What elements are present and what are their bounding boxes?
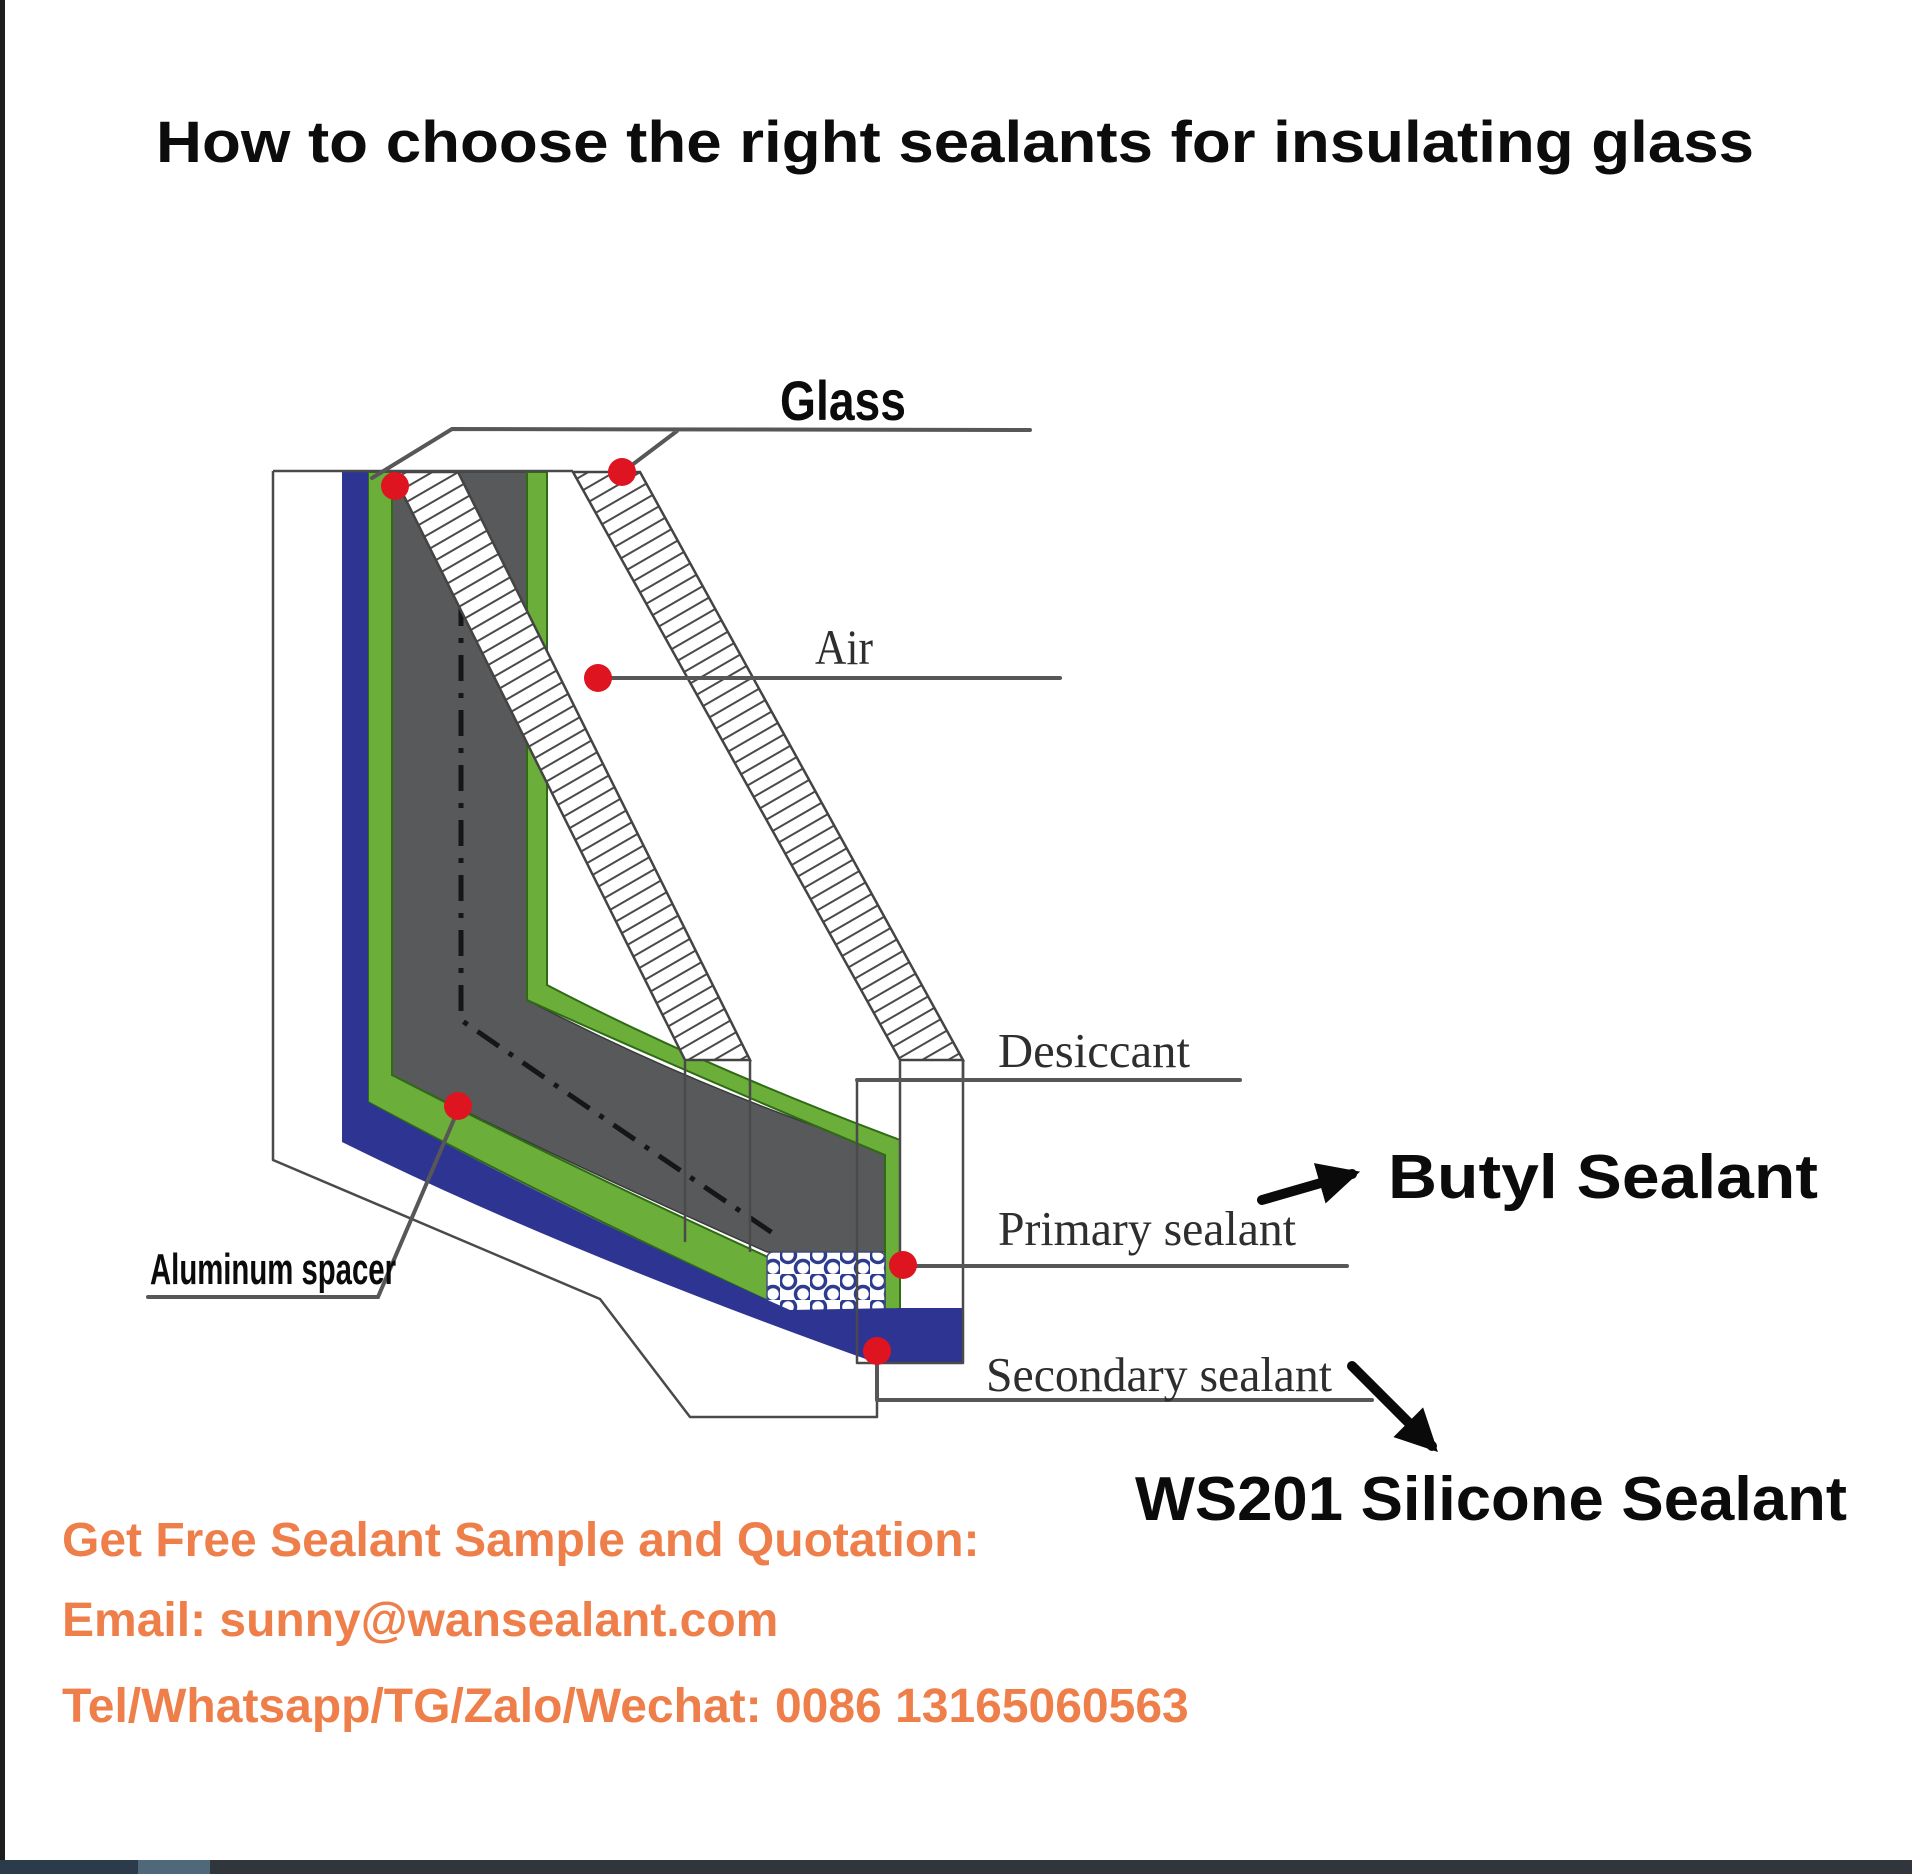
page-title: How to choose the right sealants for ins… [156, 110, 1754, 175]
glass-pane-right [570, 470, 966, 1062]
butyl-arrow [1257, 1163, 1361, 1205]
bottom-bar-main [0, 1860, 1912, 1874]
spacer-centerline [458, 490, 782, 1241]
red-markers [381, 458, 917, 1365]
ws201-arrow [1347, 1361, 1438, 1452]
bottom-bar-light-segment [138, 1860, 210, 1874]
annotation-ws201-silicone-sealant: WS201 Silicone Sealant [1135, 1465, 1847, 1534]
label-secondary-sealant: Secondary sealant [986, 1347, 1332, 1402]
label-desiccant: Desiccant [998, 1023, 1190, 1078]
aluminum-spacer-leader-line [146, 1108, 460, 1299]
desiccant-pocket [766, 1251, 886, 1315]
glass-leader-line [370, 426, 1032, 480]
pane-end-drop-lines [683, 1060, 965, 1256]
left-border-line [0, 0, 5, 1862]
contact-tel: Tel/Whatsapp/TG/Zalo/Wechat: 0086 131650… [62, 1680, 1189, 1733]
label-primary-sealant: Primary sealant [998, 1201, 1296, 1256]
contact-email: Email: sunny@wansealant.com [62, 1594, 778, 1647]
marker-secondary-sealant [863, 1337, 891, 1365]
secondary-sealant-leader-line [875, 1363, 1374, 1402]
marker-aluminum-spacer [444, 1092, 472, 1120]
bottom-bar-left-segment [0, 1860, 138, 1874]
marker-primary-sealant [889, 1251, 917, 1279]
label-aluminum-spacer: Aluminum spacer [150, 1245, 396, 1294]
marker-air [584, 664, 612, 692]
marker-glass-right [608, 458, 636, 486]
label-air: Air [815, 619, 873, 675]
contact-heading: Get Free Sealant Sample and Quotation: [62, 1514, 980, 1567]
bottom-bar [0, 1860, 1912, 1874]
annotation-butyl-sealant: Butyl Sealant [1388, 1143, 1818, 1212]
label-glass: Glass [780, 369, 906, 432]
end-cut-face-outline [855, 1060, 965, 1365]
unit-outer-outline [271, 471, 879, 1419]
marker-glass-left [381, 472, 409, 500]
